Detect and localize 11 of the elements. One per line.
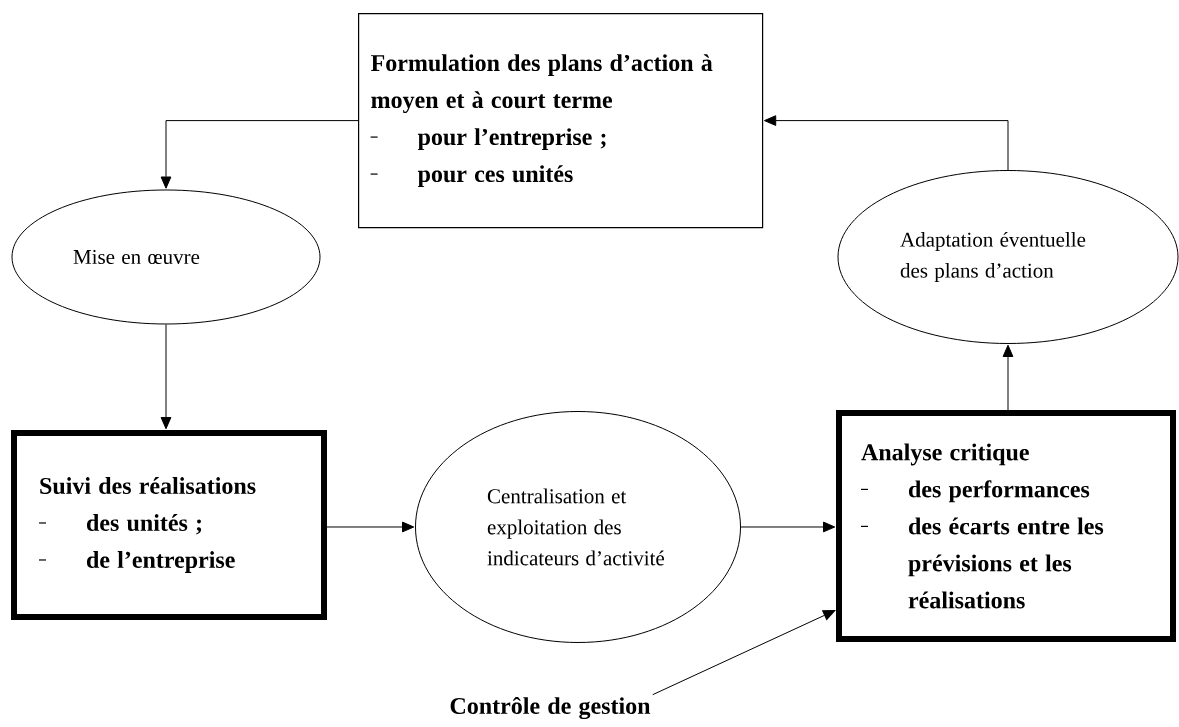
arrow (1002, 344, 1014, 411)
arrow (160, 120, 359, 189)
process-box: Analyse critique des performances des écarts entre les prévisions et les réalisations (836, 410, 1176, 642)
arrow (764, 115, 1009, 171)
arrow (160, 324, 172, 430)
process-box: Suivi des réalisations des unités ; de l’entreprise (11, 430, 327, 620)
arrow (740, 521, 836, 533)
arrow (326, 521, 415, 533)
arrow (652, 610, 836, 696)
process-box: Formulation des plans d’action à moyen et à court terme pour l’entreprise ; pour ces unités (358, 13, 764, 229)
bare-text-label: Contrôle de gestion (450, 696, 651, 720)
